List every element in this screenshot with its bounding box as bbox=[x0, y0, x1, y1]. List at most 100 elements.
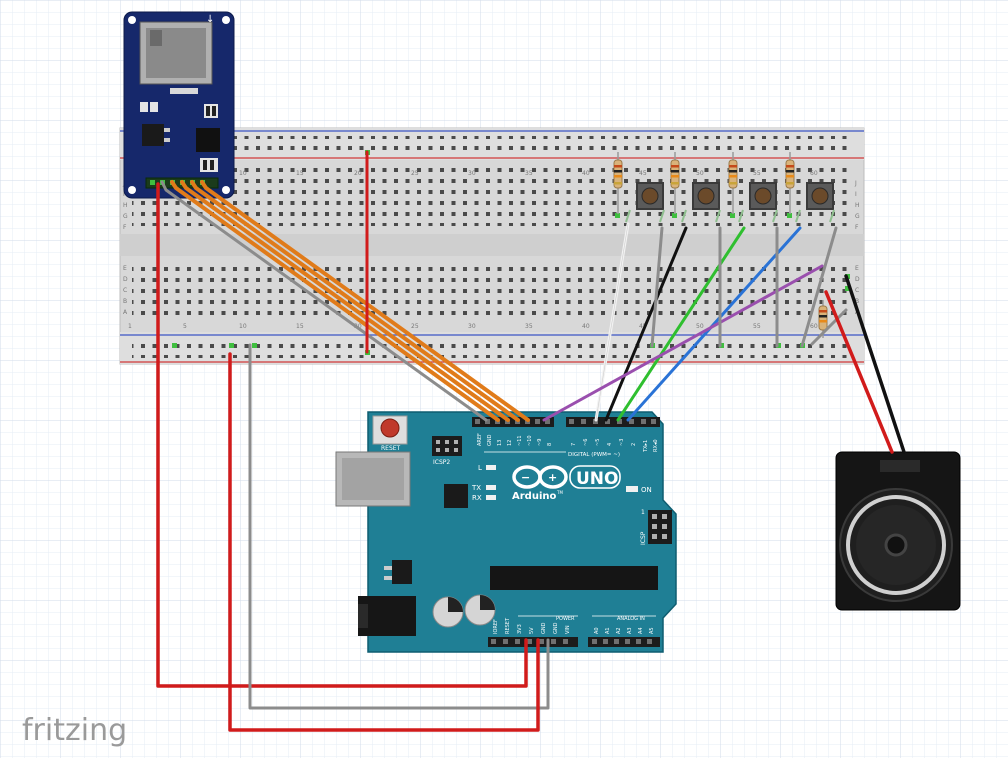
capacitor bbox=[432, 596, 464, 628]
terminal-area-bottom bbox=[132, 262, 852, 320]
wire-black[interactable] bbox=[604, 226, 688, 422]
wire-orange[interactable] bbox=[200, 180, 530, 422]
uno-model-label: UNO bbox=[576, 469, 618, 489]
col-num: 50 bbox=[696, 323, 704, 330]
col-num: 1 bbox=[128, 323, 132, 330]
row-letter: F bbox=[855, 224, 859, 231]
pin-label: GND bbox=[541, 622, 547, 634]
icsp-label: ICSP bbox=[640, 531, 647, 545]
arduino-uno[interactable]: RESET ICSP2 L TX RX ON − + UNO Arduino T… bbox=[335, 411, 677, 653]
row-letter: I bbox=[123, 191, 125, 198]
pin-label: A4 bbox=[638, 627, 644, 634]
pin-label: RESET bbox=[505, 617, 511, 634]
rail-holes-bottom bbox=[132, 340, 852, 358]
wire-gray[interactable] bbox=[160, 180, 488, 422]
speaker-cone-ring bbox=[846, 495, 946, 595]
icsp2-label: ICSP2 bbox=[433, 459, 450, 466]
voltage-regulator-chip bbox=[392, 560, 412, 584]
wire-red[interactable] bbox=[156, 182, 528, 688]
col-num: 15 bbox=[296, 170, 304, 177]
pin-label: AREF bbox=[477, 433, 483, 446]
uno-badge bbox=[569, 465, 621, 489]
arduino-brand-label: Arduino bbox=[512, 491, 556, 502]
pin-label: A1 bbox=[605, 627, 611, 634]
rail-holes-top bbox=[132, 136, 852, 154]
capacitor bbox=[464, 594, 496, 626]
wire-speaker-black[interactable] bbox=[844, 274, 906, 454]
wire-speaker-red[interactable] bbox=[824, 290, 894, 454]
pin-label: ~10 bbox=[527, 435, 533, 446]
power-header bbox=[488, 637, 578, 647]
row-letter: J bbox=[854, 180, 857, 187]
voltage-regulator bbox=[142, 124, 164, 146]
push-button[interactable] bbox=[795, 182, 835, 223]
col-num: 40 bbox=[582, 323, 590, 330]
resistor[interactable] bbox=[728, 152, 738, 214]
col-num: 10 bbox=[239, 323, 247, 330]
col-num: 30 bbox=[468, 323, 476, 330]
pin-label: ~5 bbox=[595, 439, 601, 446]
sd-card-module[interactable]: ↓ bbox=[123, 11, 235, 199]
pin-label: 5V bbox=[529, 627, 535, 634]
led-tx bbox=[486, 485, 496, 490]
power-label: POWER bbox=[556, 616, 575, 622]
pin-label: ~11 bbox=[517, 435, 523, 446]
wire-orange[interactable] bbox=[190, 180, 520, 422]
wire-green[interactable] bbox=[616, 226, 746, 422]
row-letter: F bbox=[123, 224, 127, 231]
resistor[interactable] bbox=[670, 152, 680, 214]
wire-orange[interactable] bbox=[180, 180, 510, 422]
trademark-label: TM bbox=[556, 490, 563, 495]
wire-blue[interactable] bbox=[626, 226, 802, 422]
row-letter: H bbox=[855, 202, 860, 209]
pin-label: 4 bbox=[607, 443, 613, 446]
digital-header-left bbox=[472, 417, 554, 427]
col-num: 20 bbox=[354, 170, 362, 177]
wire-gray[interactable] bbox=[800, 226, 838, 348]
pin-label: 2 bbox=[631, 443, 637, 446]
speaker[interactable] bbox=[835, 451, 961, 611]
icsp-header bbox=[648, 510, 672, 544]
wire-gray[interactable] bbox=[810, 308, 848, 346]
led-rx-label: RX bbox=[472, 494, 482, 502]
atmega-microcontroller bbox=[490, 566, 658, 590]
row-letter: D bbox=[123, 276, 128, 283]
down-arrow-icon: ↓ bbox=[206, 14, 214, 25]
row-letter: H bbox=[123, 202, 128, 209]
digital-pin-labels: AREF GND 13 12 ~11 ~10 ~9 8 7 ~6 ~5 4 ~3… bbox=[477, 433, 659, 453]
pin-label: VIN bbox=[565, 625, 571, 634]
wire-gray[interactable] bbox=[650, 226, 664, 348]
pin-label: ~6 bbox=[583, 439, 589, 446]
push-button[interactable] bbox=[681, 182, 721, 223]
led-on bbox=[626, 486, 638, 492]
push-button[interactable] bbox=[625, 182, 665, 223]
led-rx bbox=[486, 495, 496, 500]
resistor[interactable] bbox=[785, 152, 795, 214]
speaker-center bbox=[884, 533, 908, 557]
row-letter: D bbox=[855, 276, 860, 283]
analog-in-label: ANALOG IN bbox=[617, 616, 645, 622]
led-on-label: ON bbox=[641, 486, 652, 494]
wire-red[interactable] bbox=[228, 352, 540, 732]
push-button[interactable] bbox=[738, 182, 778, 223]
digital-header-right bbox=[566, 417, 660, 427]
pin-label: 8 bbox=[547, 443, 553, 446]
col-num: 35 bbox=[525, 170, 533, 177]
col-num: 25 bbox=[411, 323, 419, 330]
col-num: 30 bbox=[468, 170, 476, 177]
resistor[interactable] bbox=[613, 152, 623, 214]
col-num: 15 bbox=[296, 323, 304, 330]
pin-label: GND bbox=[487, 434, 493, 446]
logo-plus-icon: + bbox=[548, 471, 557, 484]
analog-header bbox=[588, 637, 660, 647]
wire-orange[interactable] bbox=[170, 180, 500, 422]
wire-gray[interactable] bbox=[248, 343, 550, 710]
col-num: 25 bbox=[411, 170, 419, 177]
pull-down-resistors bbox=[613, 152, 828, 338]
col-num: 60 bbox=[810, 323, 818, 330]
digital-label: DIGITAL (PWM= ~) bbox=[568, 452, 620, 458]
pin-label: IOREF bbox=[493, 619, 499, 634]
pin-label: GND bbox=[553, 622, 559, 634]
logo-minus-icon: − bbox=[521, 471, 530, 484]
